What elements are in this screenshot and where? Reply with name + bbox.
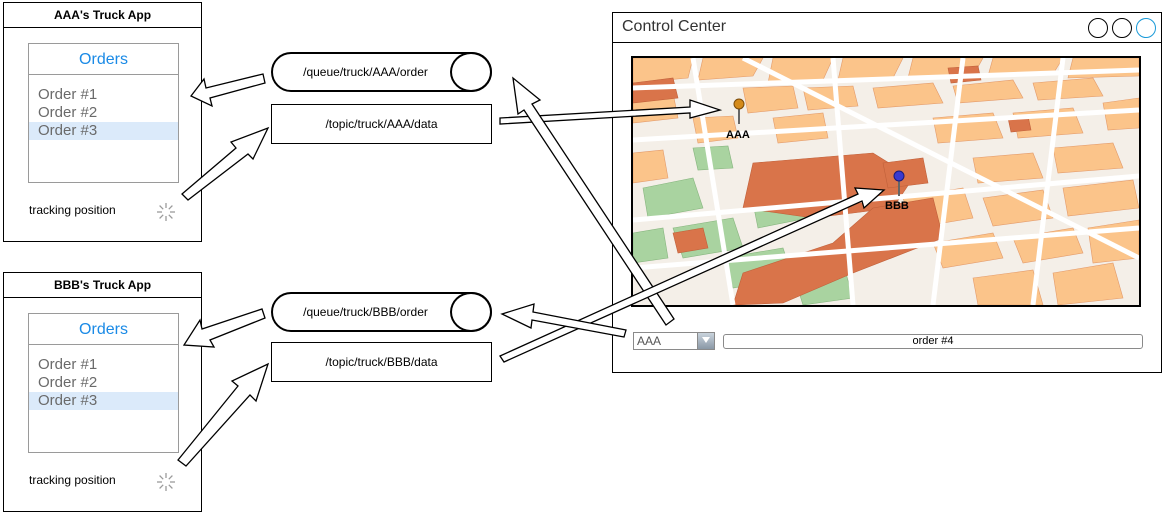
bbb-queue-label: /queue/truck/BBB/order (303, 305, 428, 319)
aaa-order-item-2[interactable]: Order #2 (38, 104, 98, 121)
city-map[interactable]: AAA BBB (631, 56, 1141, 307)
bbb-order-queue: /queue/truck/BBB/order (271, 292, 492, 332)
arrow-icon (500, 303, 627, 338)
aaa-data-topic: /topic/truck/AAA/data (271, 104, 492, 144)
aaa-orders-header: Orders (29, 44, 178, 75)
bbb-order-item-3[interactable]: Order #3 (29, 392, 178, 410)
bbb-tracking-label: tracking position (29, 473, 116, 487)
bbb-data-topic: /topic/truck/BBB/data (271, 342, 492, 382)
truck-select[interactable]: AAA (633, 332, 715, 350)
aaa-queue-label: /queue/truck/AAA/order (303, 65, 428, 79)
control-center-window: Control Center (612, 12, 1162, 373)
queue-cylinder-cap (450, 52, 492, 92)
aaa-orders-list: Orders Order #1 Order #2 Order #3 (28, 43, 179, 183)
aaa-tracking-label: tracking position (29, 203, 116, 217)
queue-cylinder-cap (450, 292, 492, 332)
bbb-orders-header: Orders (29, 314, 178, 345)
aaa-order-item-1[interactable]: Order #1 (38, 86, 98, 103)
control-center-title: Control Center (622, 18, 727, 35)
spinner-icon (157, 473, 175, 491)
bbb-app-title: BBB's Truck App (4, 273, 201, 298)
chevron-down-icon[interactable] (697, 333, 714, 349)
bbb-orders-list: Orders Order #1 Order #2 Order #3 (28, 313, 179, 453)
window-button-3[interactable] (1136, 18, 1156, 38)
arrow-icon (189, 73, 266, 108)
control-center-titlebar: Control Center (613, 13, 1161, 43)
bbb-order-item-2[interactable]: Order #2 (38, 374, 98, 391)
bbb-truck-app: BBB's Truck App Orders Order #1 Order #2… (3, 272, 202, 512)
pin-label-bbb: BBB (885, 200, 909, 212)
aaa-order-item-3[interactable]: Order #3 (29, 122, 178, 140)
aaa-app-title: AAA's Truck App (4, 3, 201, 28)
window-button-2[interactable] (1112, 18, 1132, 38)
aaa-order-queue: /queue/truck/AAA/order (271, 52, 492, 92)
aaa-truck-app: AAA's Truck App Orders Order #1 Order #2… (3, 2, 202, 242)
pin-label-aaa: AAA (726, 129, 750, 141)
bbb-order-item-1[interactable]: Order #1 (38, 356, 98, 373)
spinner-icon (157, 203, 175, 221)
truck-select-value: AAA (637, 334, 662, 348)
order-input[interactable]: order #4 (723, 334, 1143, 349)
map-pins (733, 98, 905, 196)
window-button-1[interactable] (1088, 18, 1108, 38)
